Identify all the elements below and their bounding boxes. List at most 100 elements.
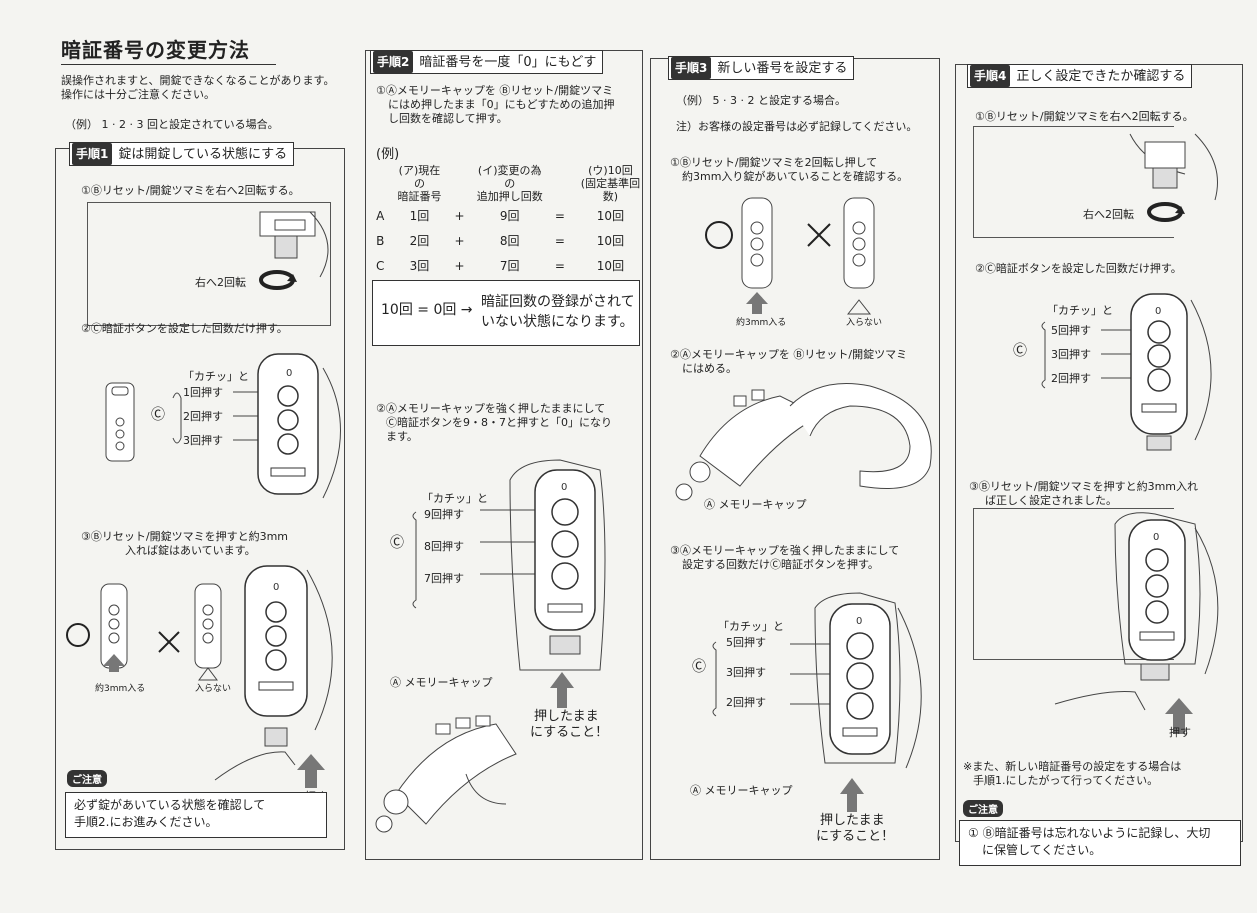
- step4-push-label: 押す: [1169, 726, 1191, 739]
- step4-note-2: 手順1.にしたがって行ってください。: [973, 774, 1159, 787]
- step3-cap-label: Ⓐ メモリーキャップ: [704, 498, 807, 511]
- ng-cross-icon: [807, 223, 831, 247]
- step4-lock-push-illustration: 0: [1054, 512, 1219, 734]
- step4-item2: ②Ⓒ暗証ボタンを設定した回数だけ押す。: [975, 262, 1182, 275]
- col-c-line1: (ウ)10回: [588, 164, 633, 177]
- step4-click-label: 「カチッ」と: [1047, 304, 1113, 317]
- step4-circle-letter: Ⓒ: [1013, 343, 1027, 359]
- step1-heading: 錠は開錠している状態にする: [118, 147, 288, 162]
- step3-item1-line2: 約3mm入り錠があいていることを確認する。: [682, 170, 909, 183]
- row-add: 9回: [499, 209, 520, 223]
- row-add: 7回: [499, 259, 520, 273]
- step3-heading: 新しい番号を設定する: [717, 61, 848, 76]
- step1-caution-line1: 必ず錠があいている状態を確認して: [74, 798, 266, 812]
- step1-click-label: 「カチッ」と: [183, 370, 249, 383]
- step4-press-2: 3回押す: [1051, 348, 1091, 361]
- step4-caution-tag: ご注意: [963, 800, 1003, 817]
- svg-text:0: 0: [273, 582, 279, 593]
- row-op: +: [454, 208, 465, 223]
- row-add: 8回: [499, 234, 520, 248]
- row-op: +: [454, 258, 465, 273]
- step3-hold-1: 押したまま: [820, 813, 885, 828]
- step1-press-1: 1回押す: [183, 386, 223, 399]
- step4-press-3: 2回押す: [1051, 372, 1091, 385]
- step1-lock-buttons-illustration: 0: [172, 353, 341, 499]
- step1-circle-letter: Ⓒ: [151, 407, 165, 423]
- step2-press-2: 8回押す: [424, 540, 464, 553]
- rotate-arrow-icon: [259, 270, 297, 290]
- table-row: B 2回 + 8回 = 10回: [370, 228, 650, 253]
- step2-click-label: 「カチッ」と: [422, 492, 488, 505]
- step4-figure3-frame: [973, 508, 1174, 660]
- remote-ng-icon: [194, 583, 222, 681]
- step2-zero-box: 10回 = 0回 → 暗証回数の登録がされて いない状態になります。: [372, 280, 640, 346]
- row-label: B: [376, 233, 385, 248]
- step3-note: 注）お客様の設定番号は必ず記録してください。: [676, 120, 918, 133]
- title-underline: [61, 64, 276, 65]
- step3-click-label: 「カチッ」と: [718, 620, 784, 633]
- step1-lock-push-illustration: 0: [214, 565, 333, 788]
- step3-enter-label: 約3mm入る: [736, 318, 787, 328]
- step3-press-1: 5回押す: [726, 636, 766, 649]
- step3-circle-letter: Ⓒ: [692, 659, 706, 675]
- step1-figure1-frame: [87, 202, 331, 326]
- step1-press-3: 3回押す: [183, 434, 223, 447]
- row-label: C: [376, 258, 385, 273]
- step1-enter-label: 約3mm入る: [95, 684, 146, 694]
- step2-tag: 手順2: [373, 51, 414, 73]
- step4-item3-line2: ば正しく設定されました。: [985, 494, 1117, 507]
- step2-header: 手順2 暗証番号を一度「0」にもどす: [370, 50, 604, 74]
- step3-press-3: 2回押す: [726, 696, 766, 709]
- step1-knob-illustration: [259, 211, 329, 278]
- remote-ok-icon: [741, 197, 773, 314]
- step1-item3-line2: 入れば錠はあいています。: [125, 544, 256, 557]
- row-op: +: [454, 233, 465, 248]
- row-current: 1回: [409, 209, 430, 223]
- step2-hold-1: 押したまま: [534, 709, 599, 724]
- step2-lock-illustration: 0: [412, 459, 606, 671]
- step2-table: (ア)現在の暗証番号 (イ)変更の為の追加押し回数 (ウ)10回(固定基準回数)…: [370, 164, 650, 278]
- step2-hold-2: にすること！: [530, 725, 609, 740]
- svg-text:0: 0: [1155, 306, 1161, 317]
- step3-example: （例） 5 · 3 · 2 と設定する場合。: [676, 94, 846, 107]
- step4-note-1: ※また、新しい暗証番号の設定をする場合は: [963, 760, 1182, 773]
- step3-cap-label2: Ⓐ メモリーキャップ: [690, 784, 793, 797]
- step3-cap-lock-illustration: [675, 383, 932, 501]
- intro-note-2: 操作には十分ご注意ください。: [61, 88, 215, 101]
- step4-press-1: 5回押す: [1051, 324, 1091, 337]
- col-b-line1: (イ)変更の為の: [477, 164, 542, 190]
- step3-hold-2: にすること！: [816, 829, 895, 844]
- col-a-line1: (ア)現在の: [398, 164, 441, 190]
- step1-caution-box: 必ず錠があいている状態を確認して 手順2.にお進みください。: [65, 792, 327, 838]
- zero-box-right-1: 暗証回数の登録がされて: [481, 294, 635, 310]
- ng-cross-icon: [158, 631, 180, 653]
- col-c-line2: (固定基準回数): [580, 177, 641, 203]
- zero-box-right-2: いない状態になります。: [481, 314, 634, 330]
- intro-note-1: 誤操作されますと、開錠できなくなることがあります。: [61, 74, 335, 87]
- step3-item3-line1: ③Ⓐメモリーキャップを強く押したままにして: [670, 544, 900, 557]
- step4-heading: 正しく設定できたか確認する: [1016, 69, 1186, 84]
- step4-figure1-frame: [973, 126, 1174, 238]
- row-current: 3回: [409, 259, 430, 273]
- row-total: 10回: [596, 209, 625, 223]
- col-b-line2: 追加押し回数: [476, 190, 543, 203]
- table-row: C 3回 + 7回 = 10回: [370, 253, 650, 278]
- ok-circle-icon: [66, 623, 90, 647]
- step2-item1-line2: にはめ押したまま「0」にもどすための追加押: [388, 98, 615, 111]
- step2-item2-line1: ②Ⓐメモリーキャップを強く押したままにして: [376, 402, 606, 415]
- step2-item1-line3: し回数を確認して押す。: [388, 112, 508, 125]
- svg-text:0: 0: [1153, 532, 1159, 543]
- row-label: A: [376, 208, 385, 223]
- step4-item1: ①Ⓑリセット/開錠ツマミを右へ2回転する。: [975, 110, 1194, 123]
- col-a-line2: 暗証番号: [397, 190, 442, 203]
- rotate-arrow-icon: [1147, 202, 1185, 222]
- zero-box-left: 10回 = 0回 →: [381, 302, 473, 318]
- step2-heading: 暗証番号を一度「0」にもどす: [419, 55, 597, 70]
- step1-no-enter-label: 入らない: [195, 684, 232, 694]
- step1-press-2: 2回押す: [183, 410, 223, 423]
